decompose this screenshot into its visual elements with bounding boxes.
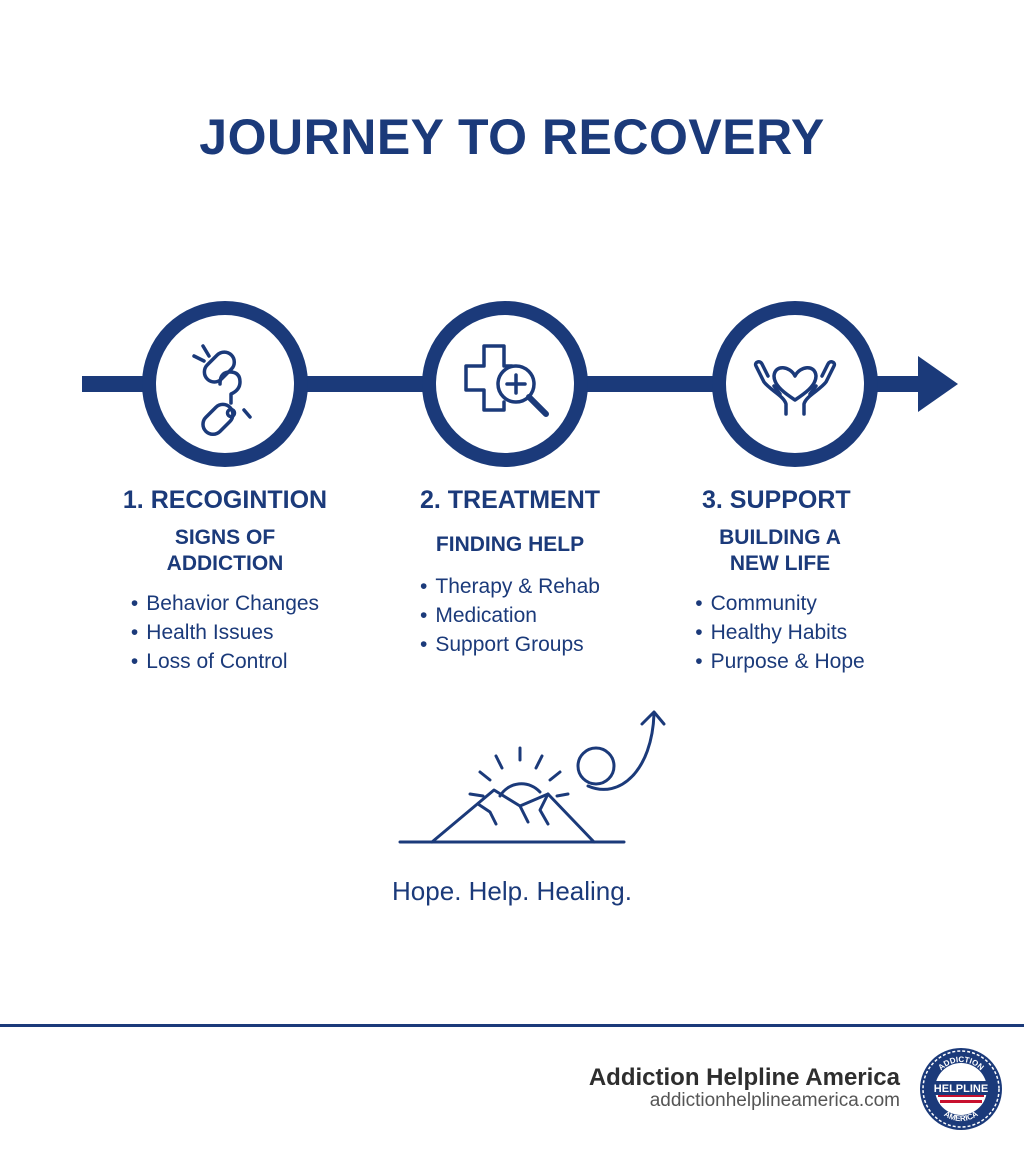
recovery-flow [82,301,958,467]
list-item: Support Groups [420,630,600,659]
svg-text:AMERICA: AMERICA [942,1109,979,1123]
medical-cross-magnifier-icon [464,344,549,417]
list-item: Medication [420,601,600,630]
list-item: Community [695,589,864,618]
step-2-list: Therapy & Rehab Medication Support Group… [420,572,600,659]
step-3-list: Community Healthy Habits Purpose & Hope [695,589,865,676]
step-3-circle [712,301,878,467]
step-2: 2. TREATMENT FINDING HELP Therapy & Reha… [360,486,660,659]
list-item: Loss of Control [131,647,319,676]
step-1-list: Behavior Changes Health Issues Loss of C… [131,589,319,676]
step-1-heading: 1. RECOGINTION [122,486,328,514]
broken-chain-question-icon [192,344,252,437]
step-3-subtitle: BUILDING A NEW LIFE [719,526,841,575]
badge-center-text: HELPLINE [934,1083,988,1095]
page-title: JOURNEY TO RECOVERY [199,109,825,165]
badge-bottom-text: AMERICA [942,1109,979,1123]
step-1-circle [142,301,308,467]
list-item: Behavior Changes [131,589,319,618]
hands-heart-icon [753,360,837,416]
step-2-heading: 2. TREATMENT [419,486,601,514]
helpline-america-seal-icon: HELPLINE ADDICTION AMERICA [920,1048,1002,1130]
step-1: 1. RECOGINTION SIGNS OF ADDICTION Behavi… [75,486,375,676]
flow-arrowhead-icon [918,356,958,412]
tagline: Hope. Help. Healing. [392,876,632,906]
step-3: 3. SUPPORT BUILDING A NEW LIFE Community… [630,486,930,676]
footer-divider [0,1024,1024,1027]
list-item: Healthy Habits [695,618,864,647]
step-3-heading: 3. SUPPORT [702,486,851,514]
step-1-subtitle: SIGNS OF ADDICTION [166,526,284,575]
step-2-subtitle: FINDING HELP [435,533,585,556]
list-item: Health Issues [131,618,319,647]
list-item: Therapy & Rehab [420,572,600,601]
list-item: Purpose & Hope [695,647,865,676]
brand-url: addictionhelplineamerica.com [649,1090,900,1111]
sunrise-mountains-arrow-icon [398,710,666,844]
step-2-circle [422,301,588,467]
brand-name: Addiction Helpline America [588,1064,900,1091]
